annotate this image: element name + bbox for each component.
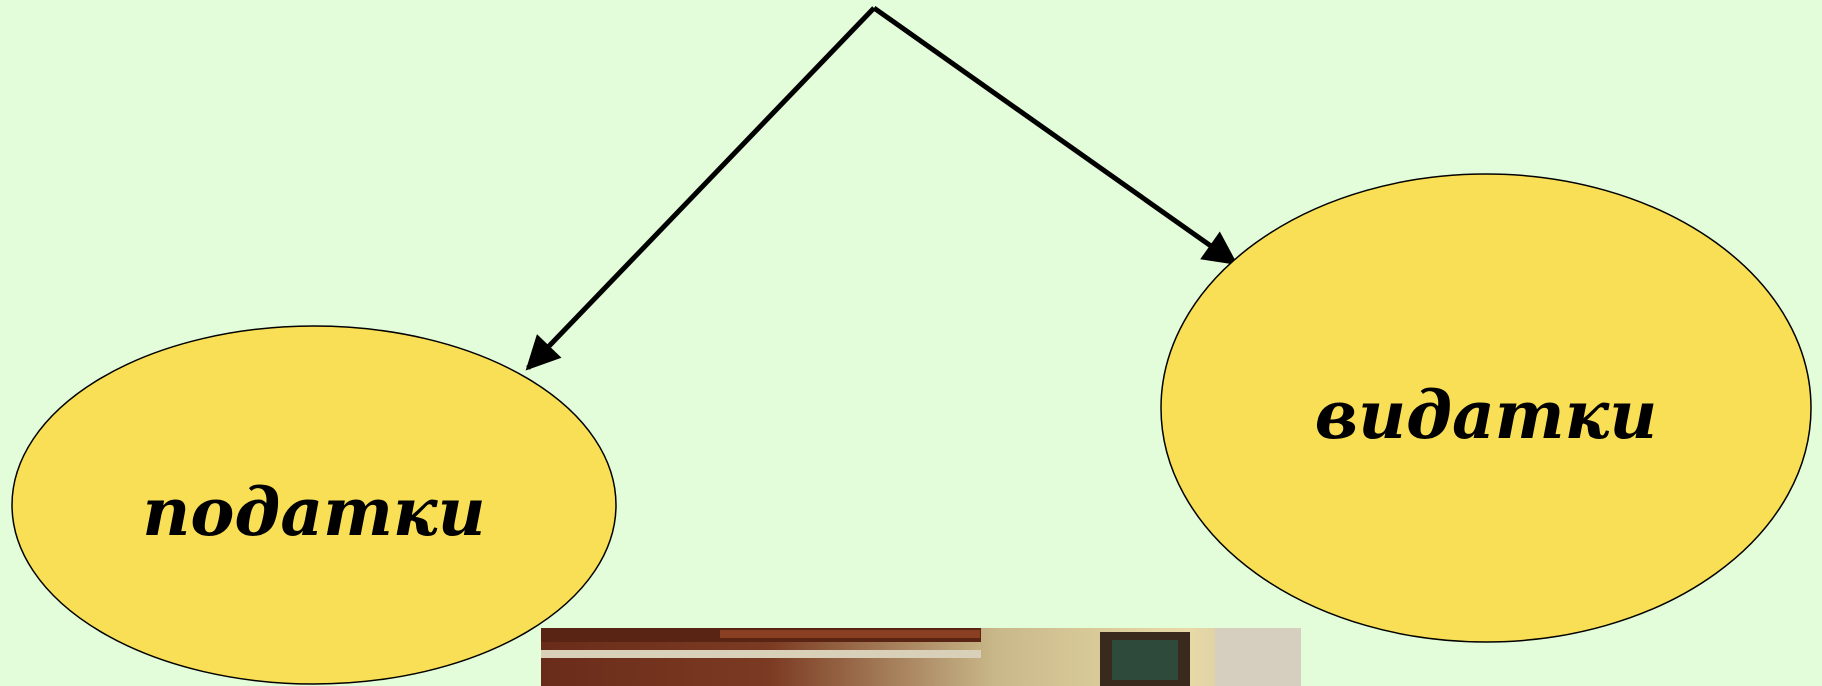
photo-icon	[541, 628, 1301, 686]
node-label-left: податки	[142, 473, 485, 551]
arrow-to-left	[528, 8, 874, 368]
node-label-right: видатки	[1315, 376, 1657, 454]
arrow-to-right	[874, 8, 1235, 263]
